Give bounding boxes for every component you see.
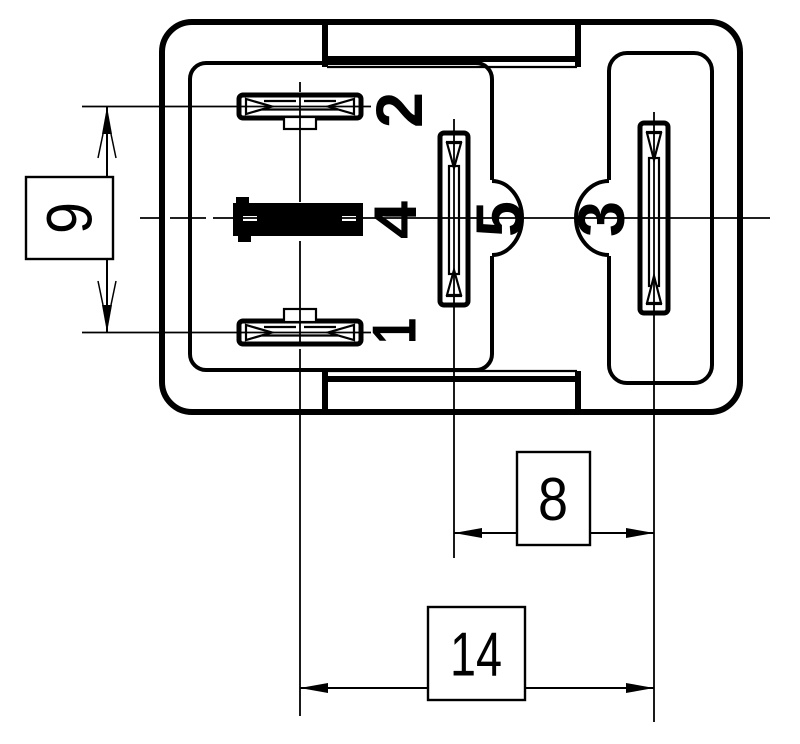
- body-outline: [159, 19, 743, 415]
- pin-4-step-bottom: [238, 236, 251, 242]
- arrow-right-icon: [626, 683, 654, 693]
- arrow-whisker: [110, 133, 117, 159]
- arrow-whisker: [97, 133, 104, 159]
- pin-labels: 2 1 4 5 3: [361, 92, 638, 344]
- arrow-right-icon: [626, 528, 654, 538]
- pin-4: [233, 197, 363, 242]
- pin-4-step-top: [236, 197, 249, 205]
- arrow-up-icon: [102, 106, 112, 134]
- arrow-whisker: [97, 280, 104, 306]
- pin-5-label: 5: [462, 201, 536, 237]
- dim-9-label-box: [24, 175, 115, 261]
- arrow-whisker: [110, 280, 117, 306]
- pin-3-label: 3: [564, 201, 638, 237]
- dim-14-label-box: [426, 605, 527, 702]
- dimension-outer-horizontal: 14: [300, 605, 654, 702]
- dimension-inner-horizontal: 8: [454, 450, 654, 547]
- arrow-left-icon: [454, 528, 482, 538]
- arrow-left-icon: [300, 683, 328, 693]
- dimension-vertical: 9: [24, 106, 117, 333]
- pin-1-label: 1: [361, 318, 430, 344]
- pin-4-label: 4: [362, 200, 429, 239]
- top-tab: [322, 22, 581, 69]
- dim-14-value: 14: [450, 621, 502, 690]
- dim-8-label-box: [515, 450, 592, 547]
- bottom-tab: [322, 369, 581, 412]
- centerlines: [82, 82, 770, 722]
- pin-2-label: 2: [362, 92, 436, 128]
- dim-9-value: 9: [33, 202, 105, 234]
- arrow-down-icon: [102, 305, 112, 333]
- dim-8-value: 8: [538, 466, 568, 533]
